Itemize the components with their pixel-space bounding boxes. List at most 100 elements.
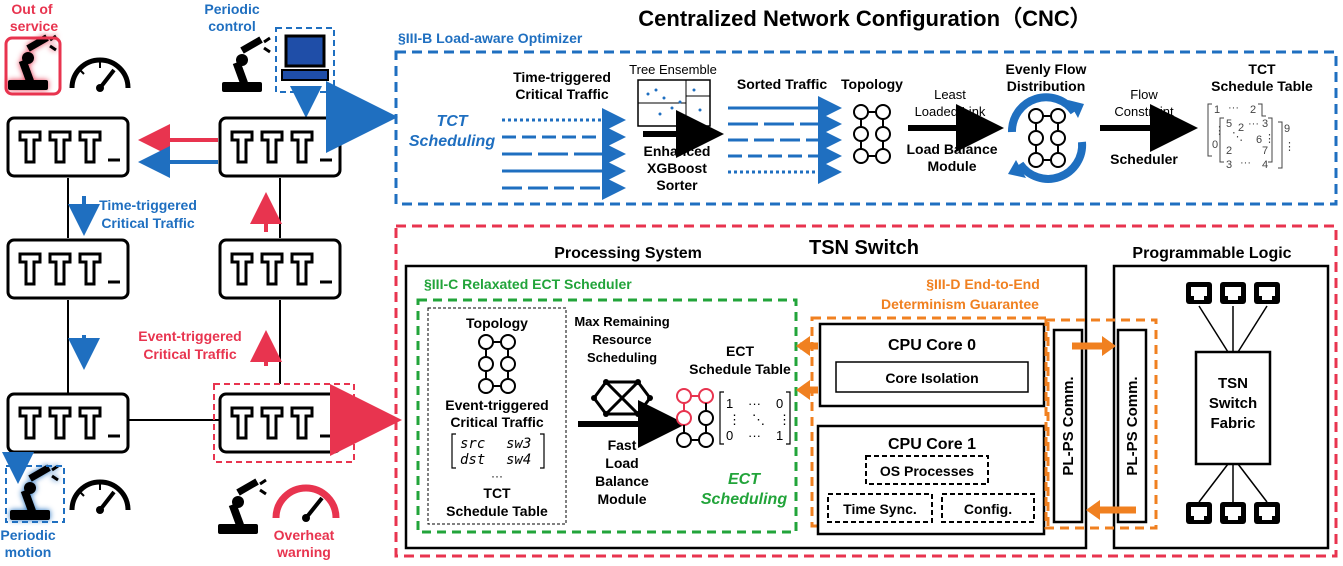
page-title: Centralized Network Configuration（CNC） [638, 6, 1091, 31]
ect-topology-icon [676, 388, 714, 448]
matrix-cell: ⋮ [1214, 125, 1225, 137]
matrix-cell: ⋱ [752, 412, 765, 427]
topology-icon [1028, 108, 1066, 168]
processing-system-box [404, 264, 1088, 550]
sorted-traffic-label: Sorted Traffic [737, 76, 827, 92]
tct-table-label-2: Schedule Table [446, 503, 548, 519]
ethernet-port-icon [1254, 502, 1280, 524]
matrix-cell: 1 [1214, 104, 1220, 116]
periodic-control-label-2: control [208, 18, 255, 34]
cycle-icon [1007, 93, 1087, 183]
mesh-icon [591, 379, 653, 417]
ect-matrix: 1 ··· 0 ⋮ ⋱ ⋮ 0 ··· 1 [719, 391, 791, 445]
matrix-cell: src [460, 436, 485, 452]
periodic-motion-label-1: Periodic [0, 527, 55, 543]
core1-arrow-head [796, 380, 810, 400]
fast-lb-label-1: Fast [608, 437, 637, 453]
tct-table-label-1: TCT [1248, 61, 1276, 77]
core-isolation-label: Core Isolation [885, 370, 978, 386]
matrix-cell: ··· [748, 396, 761, 411]
pl-to-ps-arrow-head [1086, 500, 1100, 520]
time-sync-box [827, 493, 933, 523]
scheduler-label: Scheduler [1110, 151, 1178, 167]
pl-ps-comm-pl-label: PL-PS Comm. [1124, 376, 1141, 475]
out-of-service-label-2: service [10, 18, 58, 34]
sorter-label-1: Enhanced [644, 143, 711, 159]
motion-highlight [5, 465, 65, 523]
robot-arm-icon [216, 477, 268, 536]
fast-lb-label-3: Balance [595, 473, 649, 489]
config-box [941, 493, 1035, 523]
tsn-switch-fabric-box [1194, 350, 1272, 466]
matrix-cell: sw4 [506, 452, 531, 468]
overheat-warning-label-2: warning [276, 544, 331, 560]
fabric-label-2: Switch [1209, 395, 1257, 412]
matrix-cell: 1 [776, 428, 783, 443]
optimizer-box [394, 50, 1338, 206]
gauge-icon [72, 60, 128, 92]
topology-label: Topology [841, 76, 903, 92]
core-isolation-box [835, 361, 1029, 393]
ect-section-label: §III-C Relaxated ECT Scheduler [424, 276, 632, 292]
tct-scheduling-label-1: TCT [436, 113, 468, 130]
matrix-cell: ⋮ [1264, 133, 1275, 145]
matrix-cell: 2 [1250, 104, 1256, 116]
config-label: Config. [964, 501, 1012, 517]
matrix-cell: 2 [1226, 145, 1232, 157]
max-remaining-label-2: Resource [592, 332, 651, 347]
tct-scheduling-label-2: Scheduling [409, 133, 495, 150]
unsorted-traffic-arrows [502, 108, 626, 200]
matrix-cell: 4 [1262, 159, 1268, 171]
time-triggered-label-1: Time-triggered [99, 197, 197, 213]
alert-highlight [4, 36, 62, 96]
matrix-cell: 5 [1226, 118, 1232, 130]
max-remaining-label-3: Scheduling [587, 350, 657, 365]
matrix-cell: 0 [776, 396, 783, 411]
fabric-label-1: TSN [1218, 375, 1248, 392]
optimizer-section-label: §III-B Load-aware Optimizer [398, 30, 583, 46]
matrix-cell: 1 [726, 396, 733, 411]
out-of-service-label-1: Out of [11, 1, 53, 17]
ethernet-port-icon [1254, 282, 1280, 304]
tsn-outer-box [394, 224, 1338, 558]
matrix-cell: ⋮ [778, 412, 791, 427]
pl-ps-comm-ps-label: PL-PS Comm. [1060, 376, 1077, 475]
pl-ps-comm-ps-box [1052, 328, 1084, 524]
least-loaded-label-2: Loaded Link [915, 104, 986, 119]
switch-icon [218, 392, 342, 454]
ect-scheduler-box [416, 298, 798, 534]
input-traffic-label-2: Critical Traffic [515, 86, 609, 102]
tree-ensemble-label: Tree Ensemble [629, 62, 717, 77]
load-balance-label-1: Load Balance [906, 141, 997, 157]
switch-icon [218, 116, 342, 178]
input-traffic-label-1: Time-triggered [513, 69, 611, 85]
os-processes-box [865, 455, 989, 485]
os-processes-label: OS Processes [880, 463, 974, 479]
time-triggered-label-2: Critical Traffic [101, 215, 195, 231]
matrix-cell: 0 [726, 428, 733, 443]
ect-scheduling-label-1: ECT [728, 471, 761, 488]
input-box [427, 307, 567, 525]
switch-icon [6, 392, 130, 454]
load-balance-label-2: Module [928, 158, 977, 174]
matrix-cell: ··· [1240, 157, 1251, 169]
matrix-cell: ⋱ [1232, 131, 1243, 143]
e2e-section-label-2: Determinism Guarantee [881, 296, 1039, 312]
cpu-core-0-label: CPU Core 0 [888, 337, 976, 354]
fast-lb-label-2: Load [605, 455, 638, 471]
flow-constraint-label-2: Constraint [1114, 104, 1174, 119]
gauge-icon [72, 482, 128, 514]
matrix-cell: 7 [1262, 145, 1268, 157]
robot-arm-icon [220, 35, 272, 94]
topology-icon [478, 334, 516, 394]
matrix-cell: ··· [1248, 118, 1259, 130]
matrix-cell: ··· [1228, 102, 1239, 114]
sorter-label-3: Sorter [656, 177, 698, 193]
switch-icon [6, 116, 130, 178]
matrix-cell: 3 [1262, 118, 1268, 130]
traffic-matrix: src sw3 dst sw4 [451, 433, 545, 469]
matrix-cell: 0 [1212, 139, 1218, 151]
tsn-switch: TSN Switch Processing System Programmabl… [394, 224, 1338, 558]
ethernet-port-icon [1220, 282, 1246, 304]
